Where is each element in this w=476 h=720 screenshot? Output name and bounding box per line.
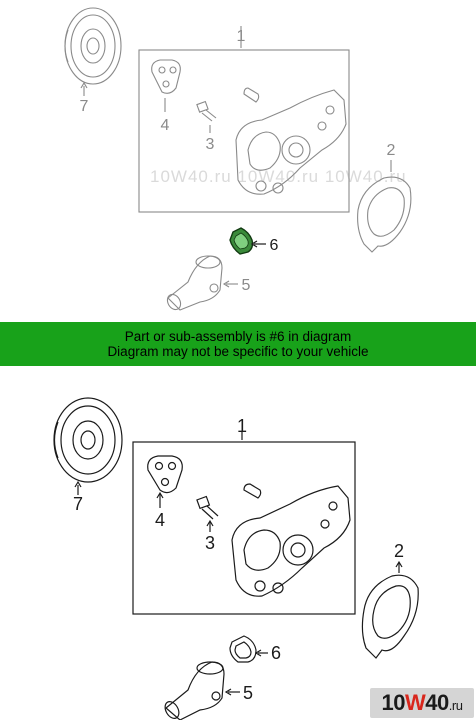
brand-lead: 10 [381,690,406,715]
pulley-part[interactable] [53,397,123,483]
callout-3: 3 [206,136,215,153]
watermark: 10W40.ru 10W40.ru 10W40.ru [150,167,407,186]
callout-2: 2 [394,541,404,561]
callout-1: 1 [237,416,247,436]
callout-4: 4 [161,117,170,134]
callout-3: 3 [205,533,215,553]
gasket-6-part[interactable] [229,635,257,663]
pulley-part[interactable] [64,7,122,85]
callout-1: 1 [237,28,246,45]
info-banner: Part or sub-assembly is #6 in diagram Di… [0,322,476,366]
brand-tld: .ru [448,698,463,713]
callout-5: 5 [242,277,251,294]
water-pump-part[interactable] [235,89,347,195]
banner-line-2: Diagram may not be specific to your vehi… [107,344,369,359]
callout-5: 5 [243,683,253,703]
housing-part[interactable] [162,661,225,720]
callout-2: 2 [387,142,396,159]
callout-7: 7 [73,494,83,514]
banner-line-1: Part or sub-assembly is #6 in diagram [124,329,352,344]
gasket-part[interactable] [361,574,419,659]
gasket-part[interactable] [357,176,412,253]
bolt-part[interactable] [196,495,219,520]
water-pump-part[interactable] [231,485,351,597]
housing-part[interactable] [165,255,223,312]
callout-4: 4 [155,510,165,530]
assembly-box [138,49,350,213]
callout-6: 6 [270,237,279,254]
callout-6: 6 [271,643,281,663]
assembly-box [132,441,356,615]
brand-trail: 40 [425,690,449,715]
brand-w: W [405,690,426,715]
callout-7: 7 [80,98,89,115]
diagram-plain: 1 2 3 4 5 6 7 [53,397,419,720]
brand-logo: 10W40.ru [370,688,474,718]
bracket-part[interactable] [151,59,181,94]
highlighted-gasket-part[interactable] [229,227,254,255]
bolt-part[interactable] [196,100,217,122]
bracket-part[interactable] [147,455,183,494]
diagram-highlighted: 1 2 3 4 5 6 7 10W40.ru 10W40.ru 10W40.ru [64,7,412,312]
